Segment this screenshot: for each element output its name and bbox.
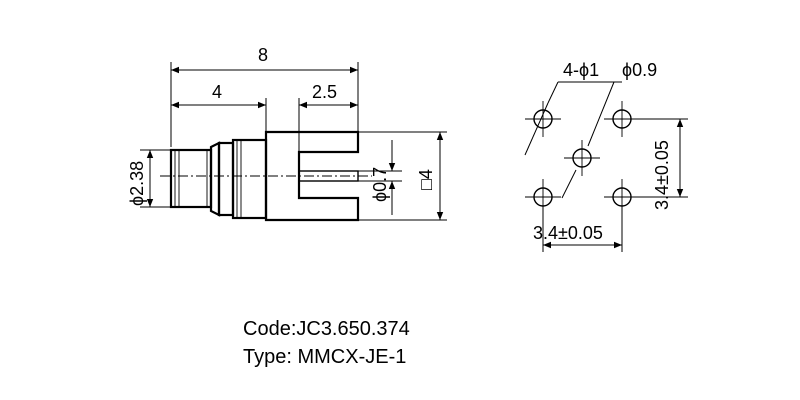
- hole-centerlines: [525, 101, 640, 215]
- dim-square-label: □4: [416, 169, 436, 190]
- barrel-rear: [231, 138, 268, 220]
- dim-center-hole-label: ϕ0.9: [622, 60, 657, 80]
- product-type: Type: MMCX-JE-1: [243, 346, 407, 368]
- dim-body-length: 4: [171, 82, 267, 132]
- dim-spacing-y: 3.4±0.05: [631, 118, 688, 210]
- dim-pin-diameter: ϕ0.7: [358, 140, 402, 215]
- barrel: [217, 141, 235, 217]
- dim-pin-length: 2.5: [298, 82, 358, 152]
- leader-center-hole: ϕ0.9: [561, 60, 657, 199]
- dim-overall-length-label: 8: [258, 45, 268, 65]
- collar: [209, 141, 221, 217]
- dim-body-length-label: 4: [212, 82, 222, 102]
- dim-diameter-label: ϕ2.38: [127, 161, 147, 206]
- dim-pin-length-label: 2.5: [312, 82, 337, 102]
- dim-square: □4: [358, 131, 447, 221]
- square-body: [264, 130, 360, 222]
- side-view: 8 4 2.5 ϕ2.38 ϕ0.7: [127, 45, 447, 222]
- connector-body-outline: [160, 130, 372, 222]
- plug-nose: [169, 148, 213, 209]
- product-code: Code:JC3.650.374: [243, 318, 410, 340]
- leader-corner-holes: 4-ϕ1: [524, 60, 622, 156]
- dim-holes-label: 4-ϕ1: [563, 60, 599, 80]
- dim-diameter: ϕ2.38: [127, 149, 171, 208]
- dim-spacing-y-label: 3.4±0.05: [652, 140, 672, 210]
- footprint-view: 4-ϕ1 ϕ0.9 3.4±0.05 3.4±0.05: [524, 60, 688, 252]
- dim-spacing-x: 3.4±0.05: [533, 206, 623, 252]
- dim-pin-diameter-label: ϕ0.7: [370, 167, 390, 202]
- dim-spacing-x-label: 3.4±0.05: [533, 223, 603, 243]
